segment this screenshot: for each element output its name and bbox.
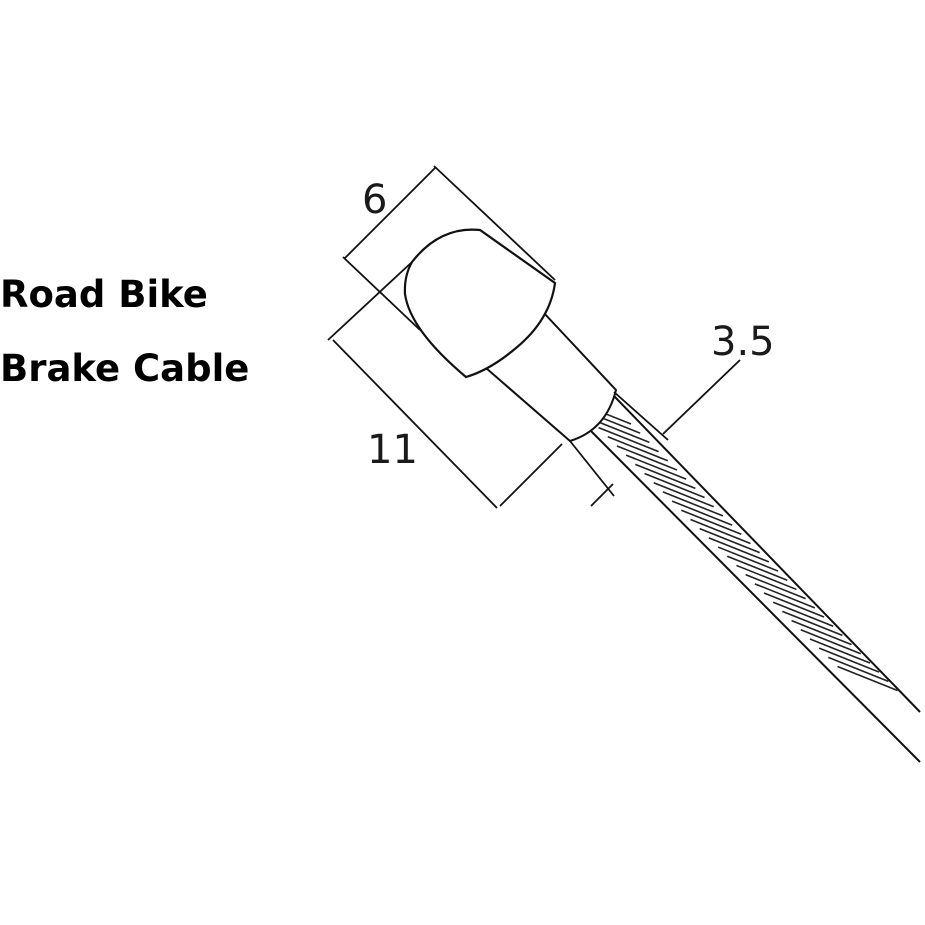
cable-strand (680, 509, 742, 536)
cable-strand (763, 592, 825, 618)
cable-strand (616, 445, 678, 471)
cable-strand (717, 546, 779, 572)
cable-strand (800, 629, 862, 655)
cable-strand (828, 656, 889, 683)
cable-head (403, 228, 557, 379)
cable-strand (653, 481, 715, 508)
cable-diameter-label: 3.5 (711, 319, 775, 365)
cable-strand (818, 647, 880, 673)
cable-strand (625, 454, 687, 480)
cable-strand (671, 500, 733, 526)
dimension-head-length (327, 261, 563, 509)
cable-strand (791, 619, 852, 646)
dimension-head-width (342, 165, 556, 331)
cable-strand (690, 518, 751, 545)
cable-strand (772, 601, 834, 627)
cable-strand (708, 537, 770, 563)
cable-strand (745, 573, 806, 600)
cable-strand (736, 564, 797, 591)
cable-strand (782, 610, 843, 637)
cable-strand (598, 426, 659, 453)
title-line-1: Road Bike (0, 273, 208, 316)
head-width-label: 6 (362, 177, 387, 223)
cable-strand (662, 491, 724, 517)
cable-strand (754, 583, 816, 609)
title-line-2: Brake Cable (0, 347, 250, 390)
cable-strand (607, 436, 669, 462)
cable-strand (699, 527, 760, 554)
head-length-label: 11 (367, 427, 418, 473)
cable-strand (809, 638, 871, 664)
cable-strand (635, 463, 696, 490)
cable-strand (726, 555, 788, 581)
product-title: Road Bike Brake Cable (0, 258, 249, 406)
dimension-cable-diameter (569, 359, 741, 507)
cable-strand (837, 665, 898, 692)
cable-wire (587, 395, 921, 763)
cable-strand (644, 472, 705, 499)
